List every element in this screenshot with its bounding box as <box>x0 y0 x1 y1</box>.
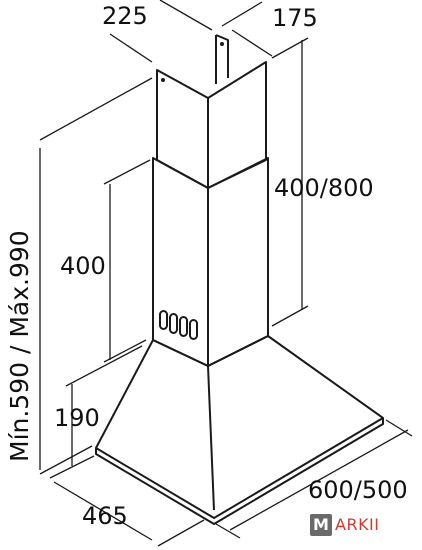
chimney-back-tab <box>215 34 229 78</box>
label-total-height: Mín.590 / Máx.990 <box>5 230 34 462</box>
vent-slot-icon <box>159 310 168 330</box>
dim-line-canopy-depth <box>53 481 153 541</box>
canopy-rim <box>95 418 384 525</box>
dimension-lines <box>39 0 413 547</box>
dim-tick-depth-right <box>157 519 205 547</box>
vent-slot-icon <box>169 313 178 334</box>
dim-line-canopy-width <box>229 429 409 531</box>
label-canopy-width: 600/500 <box>308 476 408 504</box>
screw-hole-icon <box>161 78 165 82</box>
chimney-lower <box>152 157 269 367</box>
chimney-upper <box>156 34 267 189</box>
dim-tick-depth-left <box>49 455 95 479</box>
label-chimney-upper-height: 400/800 <box>274 174 374 202</box>
dim-tick-canopy-top <box>65 345 143 387</box>
brand-logo-icon: M <box>310 514 332 536</box>
brand-logo-text: ARKII <box>335 515 380 534</box>
dim-tick-lower-bottom <box>103 339 147 363</box>
label-chimney-lower-height: 400 <box>60 252 106 280</box>
dim-tick-upper-bottom <box>271 305 309 327</box>
screw-hole-icon <box>220 42 224 46</box>
label-chimney-depth: 225 <box>102 2 148 30</box>
label-canopy-depth: 465 <box>82 502 128 530</box>
dim-line-chimney-depth-top <box>159 0 213 31</box>
dim-tick-lower-top <box>103 159 151 185</box>
vent-slot-icon <box>179 316 188 337</box>
canopy <box>95 335 384 525</box>
dim-tick-upper-top <box>271 37 309 59</box>
dim-tick-width-right <box>385 419 413 437</box>
vent-slot-icon <box>189 319 198 340</box>
chimney-lower-outline <box>152 157 269 367</box>
canopy-front-edge <box>207 365 215 511</box>
dim-line-chimney-depth <box>109 33 153 63</box>
dim-tick-total-bottom <box>39 445 93 475</box>
dim-tick-width-left <box>215 523 241 539</box>
label-chimney-width: 175 <box>272 4 318 32</box>
label-canopy-height: 190 <box>54 404 100 432</box>
dim-line-chimney-width <box>221 1 263 27</box>
dim-line-chimney-width-side <box>231 29 273 57</box>
dim-tick-total-top <box>39 77 153 141</box>
